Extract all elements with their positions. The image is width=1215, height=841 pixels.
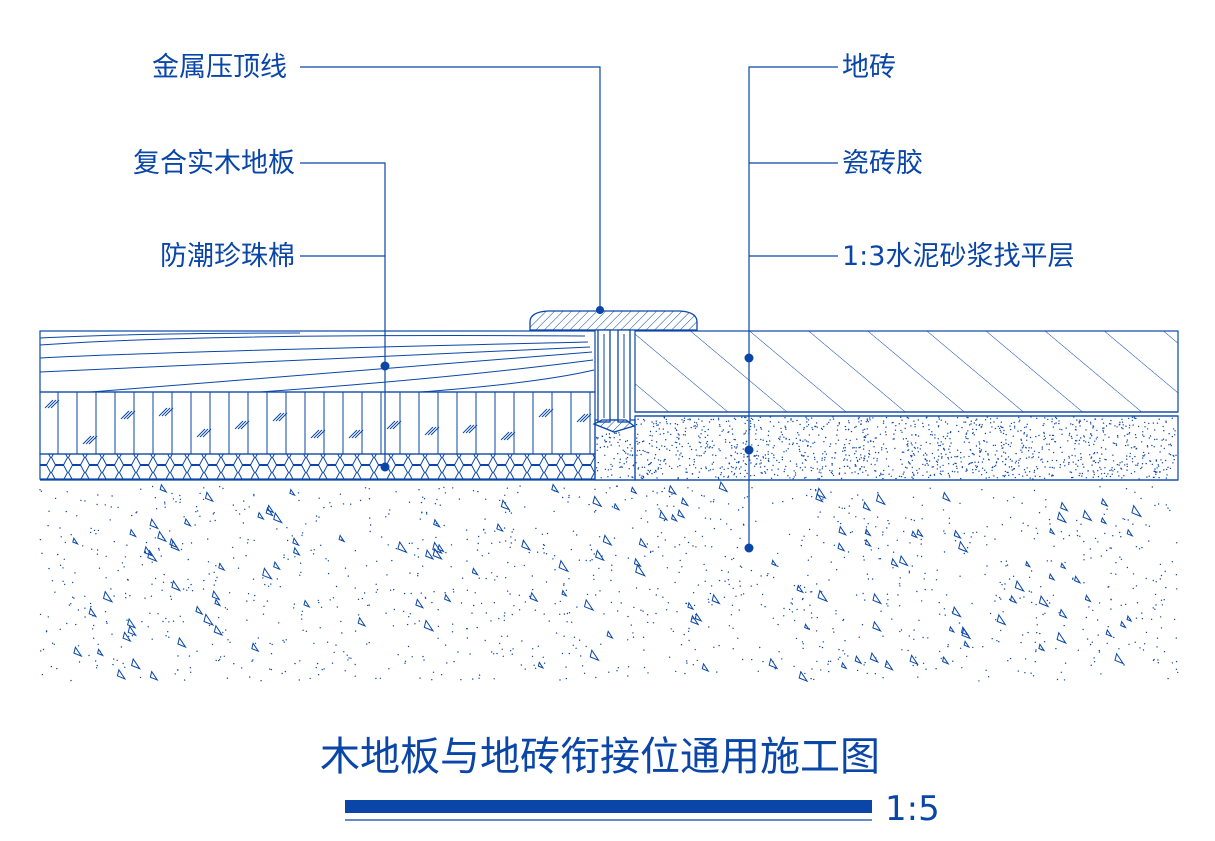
label-metal-trim: 金属压顶线 [152,52,287,83]
concrete-stipple [39,416,1179,682]
metal-trim-profile [529,310,698,433]
section-layers [39,330,1179,481]
drawing-title: 木地板与地砖衔接位通用施工图 [320,734,880,780]
screed-layer [634,415,1179,481]
label-moisture-foam: 防潮珍珠棉 [160,241,295,272]
concrete-aggregate [72,480,1143,683]
label-screed-layer: 1:3水泥砂浆找平层 [842,241,1074,272]
foam-layer [39,453,596,480]
label-tile-adhesive: 瓷砖胶 [842,148,923,179]
leader-lines [300,66,838,548]
wood-core-layer [39,391,596,455]
label-floor-tile: 地砖 [842,52,896,83]
wood-grain [39,332,595,393]
drawing-scale: 1:5 [885,789,940,829]
label-composite-wood-floor: 复合实木地板 [133,148,295,179]
wood-core-lines [44,392,592,454]
leader-dots [380,306,754,553]
tile-layer [634,330,1179,413]
title-underline-bar [345,800,872,813]
